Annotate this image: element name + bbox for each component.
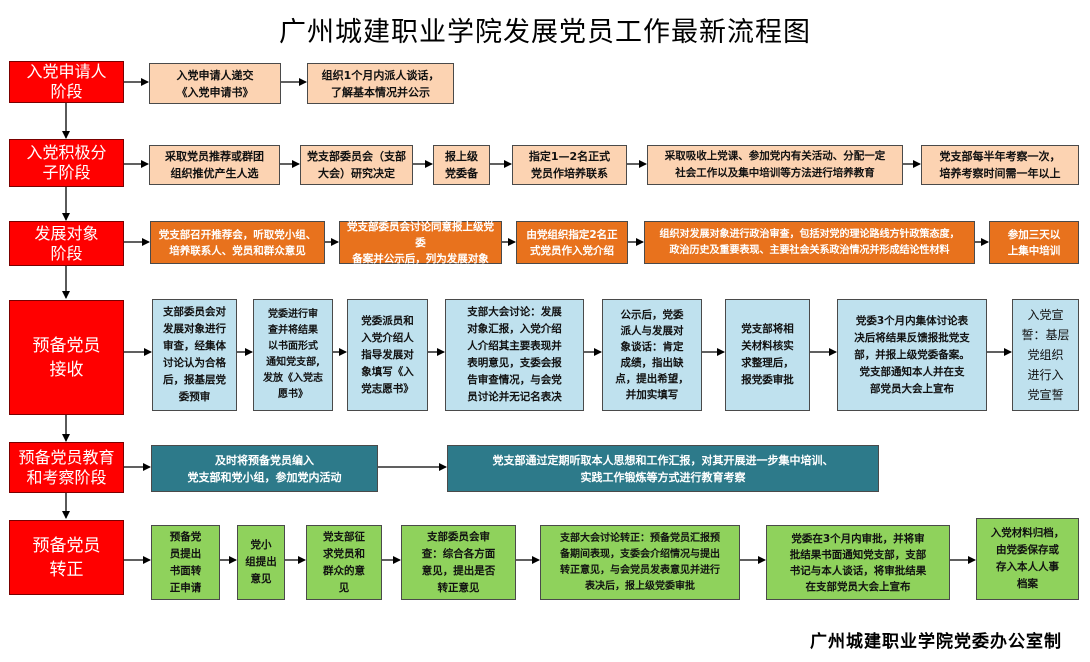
step-applicant-2: 组织1个月内派人谈话， 了解基本情况并公示 — [307, 63, 454, 104]
step-target-3: 由党组织指定2名正 式党员作入党介绍 — [516, 221, 628, 264]
step-education-1: 及时将预备党员编入 党支部和党小组，参加党内活动 — [151, 445, 378, 492]
step-activist-5: 采取吸收上党课、参加党内有关活动、分配一定 社会工作以及集中培训等方法进行培养教… — [647, 145, 903, 185]
stage-activist: 入党积极分 子阶段 — [9, 139, 124, 187]
step-target-2: 党支部委员会讨论同意报上级党委 备案并公示后，列为发展对象 — [339, 221, 502, 265]
stage-probationary-education: 预备党员教育 和考察阶段 — [9, 442, 124, 493]
step-conversion-1: 预备党 员提出 书面转 正申请 — [151, 525, 220, 600]
step-admission-2: 党委进行审 查并将结果 以书面形式 通知党支部, 发放《入党志 愿书》 — [253, 299, 333, 411]
step-conversion-5: 支部大会讨论转正：预备党员汇报预 备期间表现，支委会介绍情况与提出 转正意见，与… — [540, 525, 740, 600]
step-activist-4: 指定1—2名正式 党员作培养联系 — [512, 145, 627, 185]
step-conversion-4: 支部委员会审 查：综合各方面 意见，提出是否 转正意见 — [401, 525, 516, 600]
step-education-2: 党支部通过定期听取本人思想和工作汇报，对其开展进一步集中培训、 实践工作锻炼等方… — [447, 445, 879, 492]
step-admission-4: 支部大会讨论：发展 对象汇报，入党介绍 人介绍其主要表现并 表明意见，支委会报 … — [445, 299, 584, 411]
stage-applicant: 入党申请人 阶段 — [9, 61, 124, 103]
step-admission-6: 党支部将相 关材料核实 求整理后， 报党委审批 — [725, 299, 810, 411]
step-admission-7: 党委3个月内集体讨论表 决后将结果反馈报批党支 部，并报上级党委备案。 党支部通… — [837, 299, 987, 411]
step-conversion-7: 入党材料归档， 由党委保存或 存入本人人事 档案 — [976, 518, 1079, 600]
step-admission-3: 党委派员和 入党介绍人 指导发展对 象填写《入 党志愿书》 — [347, 299, 428, 411]
step-conversion-6: 党委在3个月内审批，并将审 批结果书面通知党支部，支部 书记与本人谈话，将审批结… — [766, 525, 950, 600]
step-activist-2: 党支部委员会（支部 大会）研究决定 — [300, 145, 413, 185]
footer-credit: 广州城建职业学院党委办公室制 — [810, 632, 1062, 652]
stage-probationary-admission: 预备党员 接收 — [9, 300, 124, 415]
step-activist-1: 采取党员推荐或群团 组织推优产生人选 — [149, 145, 280, 185]
step-conversion-3: 党支部征 求党员和 群众的意 见 — [306, 525, 382, 600]
step-activist-3: 报上级 党委备 — [433, 145, 490, 185]
step-admission-1: 支部委员会对 发展对象进行 审查，经集体 讨论认为合格 后，报基层党 委预审 — [152, 299, 237, 411]
step-admission-5: 公示后，党委 派人与发展对 象谈话：肯定 成绩，指出缺 点，提出希望， 并加实填… — [602, 299, 702, 411]
step-target-1: 党支部召开推荐会，听取党小组、 培养联系人、党员和群众意见 — [150, 221, 325, 264]
step-activist-6: 党支部每半年考察一次， 培养考察时间需一年以上 — [921, 145, 1079, 185]
step-target-4: 组织对发展对象进行政治审查，包括对党的理论路线方针政策态度， 政治历史及重要表现… — [644, 221, 975, 264]
step-target-5: 参加三天以 上集中培训 — [989, 221, 1079, 264]
stage-development-target: 发展对象 阶段 — [9, 221, 124, 266]
page-title: 广州城建职业学院发展党员工作最新流程图 — [279, 17, 811, 48]
step-applicant-1: 入党申请人递交 《入党申请书》 — [149, 63, 281, 104]
step-admission-8: 入党宣 誓：基层 党组织 进行入 党宣誓 — [1012, 299, 1079, 411]
step-conversion-2: 党小 组提出 意见 — [237, 525, 285, 600]
stage-full-member-conversion: 预备党员 转正 — [9, 520, 124, 595]
